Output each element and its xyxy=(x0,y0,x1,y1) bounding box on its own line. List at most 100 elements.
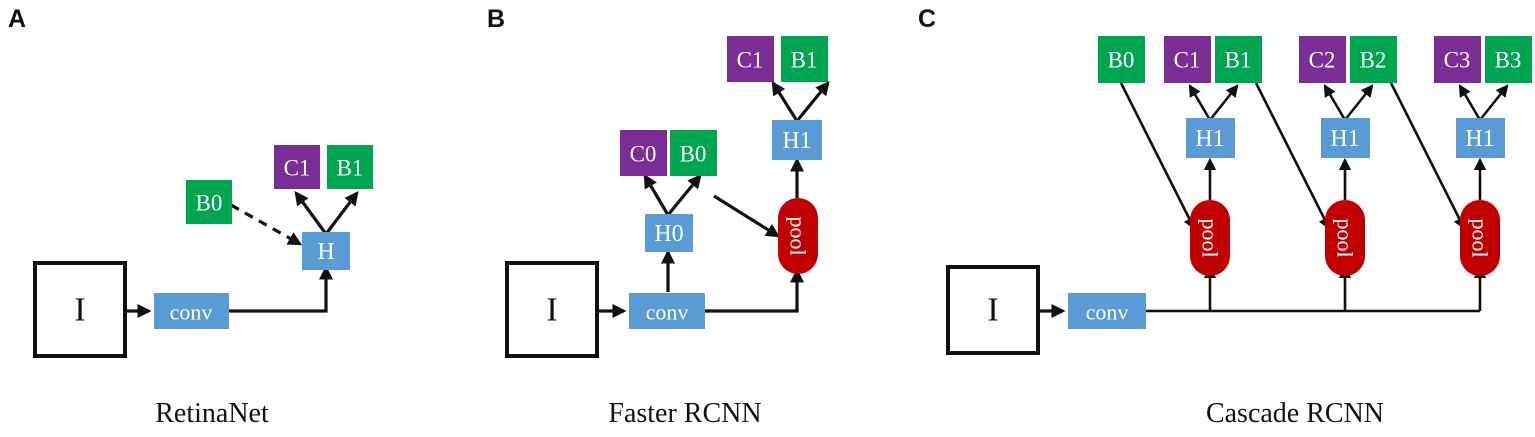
node-b-c0-box xyxy=(620,130,667,176)
node-b-pool: pool xyxy=(778,198,818,274)
node-a-b0-box xyxy=(186,180,232,224)
node-c-b3: B3 xyxy=(1485,36,1532,83)
node-c-pool3-shape xyxy=(1460,200,1500,276)
edge-c-h1a-to-c1 xyxy=(1188,84,1212,121)
node-c-c3-box xyxy=(1434,36,1481,83)
node-a-c1-box xyxy=(274,145,320,189)
node-b-c0-label: C0 xyxy=(630,142,657,167)
node-c-c2: C2 xyxy=(1299,36,1346,83)
node-c-c2-box xyxy=(1299,36,1346,83)
edge-b-b0-to-pool xyxy=(713,194,781,238)
node-c-b1-box xyxy=(1215,36,1262,83)
edge-b-h0-to-b0 xyxy=(666,174,702,217)
node-b-h0-box xyxy=(645,214,693,252)
node-a-input-label: I xyxy=(74,292,85,329)
panel-a-caption: RetinaNet xyxy=(155,398,269,429)
panel-a-letter: A xyxy=(8,5,26,33)
node-b-c1-box xyxy=(727,36,774,82)
node-c-h1b-box xyxy=(1321,118,1370,158)
node-b-conv: conv xyxy=(629,293,705,329)
node-c-b1: B1 xyxy=(1215,36,1262,83)
node-a-conv: conv xyxy=(154,293,229,329)
node-c-b0-box xyxy=(1098,36,1145,83)
node-b-b1-label: B1 xyxy=(791,48,818,73)
node-c-c1: C1 xyxy=(1164,36,1211,83)
node-c-input-box xyxy=(946,265,1040,355)
node-b-conv-box xyxy=(629,293,705,329)
node-b-pool-label: pool xyxy=(786,216,811,255)
node-c-conv: conv xyxy=(1068,293,1146,329)
panel-c: C I conv xyxy=(918,5,1532,429)
edge-c-h1b-to-c2 xyxy=(1323,84,1347,121)
node-c-h1b: H1 xyxy=(1321,118,1370,158)
node-b-h1: H1 xyxy=(772,120,822,160)
node-a-b0: B0 xyxy=(186,180,232,224)
node-c-pool3-label: pool xyxy=(1468,218,1493,257)
edge-a-h-to-c1 xyxy=(294,190,328,235)
edge-c-b0-to-pool1 xyxy=(1119,82,1196,231)
node-a-input: I xyxy=(33,261,127,358)
node-b-b0-label: B0 xyxy=(680,142,707,167)
panel-b-caption: Faster RCNN xyxy=(608,398,761,429)
node-a-conv-box xyxy=(154,293,229,329)
node-b-input: I xyxy=(505,261,599,358)
node-c-h1c-box xyxy=(1456,118,1505,158)
node-b-c1-label: C1 xyxy=(737,48,764,73)
node-c-input: I xyxy=(946,265,1040,355)
node-c-conv-label: conv xyxy=(1086,300,1129,325)
panel-b: B I conv H0 C0 xyxy=(487,5,830,429)
node-c-pool1-shape xyxy=(1190,200,1230,276)
node-a-conv-label: conv xyxy=(170,300,213,325)
edge-c-b1-to-pool2 xyxy=(1254,82,1331,231)
edge-c-h1c-to-c3 xyxy=(1458,84,1482,121)
node-c-h1c-label: H1 xyxy=(1465,126,1494,152)
edge-c-b2-to-pool3 xyxy=(1389,82,1466,231)
node-c-c1-box xyxy=(1164,36,1211,83)
node-b-b1: B1 xyxy=(781,36,828,82)
node-c-pool3: pool xyxy=(1460,200,1500,276)
node-c-b2: B2 xyxy=(1350,36,1397,83)
node-b-h1-label: H1 xyxy=(782,128,811,154)
node-c-b2-label: B2 xyxy=(1360,48,1387,73)
node-c-conv-box xyxy=(1068,293,1146,329)
edge-c-h1a-to-b1 xyxy=(1208,84,1239,121)
node-a-c1-label: C1 xyxy=(284,156,311,181)
node-b-c0: C0 xyxy=(620,130,667,176)
node-c-c3: C3 xyxy=(1434,36,1481,83)
node-a-input-box xyxy=(33,261,127,358)
node-b-b0: B0 xyxy=(670,130,717,176)
edge-b-conv-to-pool xyxy=(705,268,805,313)
node-c-pool1: pool xyxy=(1190,200,1230,276)
node-a-b1-label: B1 xyxy=(337,156,364,181)
edge-c-h1b-to-b2 xyxy=(1343,84,1374,121)
edge-c-h1c-to-b3 xyxy=(1478,84,1509,121)
node-c-c3-label: C3 xyxy=(1444,48,1471,73)
node-b-h1-box xyxy=(772,120,822,160)
node-c-input-label: I xyxy=(987,292,998,329)
node-c-pool1-label: pool xyxy=(1198,218,1223,257)
node-c-b0-label: B0 xyxy=(1108,48,1135,73)
node-b-b1-box xyxy=(781,36,828,82)
node-a-b1: B1 xyxy=(327,145,373,189)
edge-a-b0-to-h xyxy=(230,203,303,246)
node-c-h1b-label: H1 xyxy=(1330,126,1359,152)
node-c-h1a-label: H1 xyxy=(1195,126,1224,152)
node-b-input-label: I xyxy=(546,292,557,329)
edge-b-h1-to-b1 xyxy=(795,81,830,123)
node-c-pool2: pool xyxy=(1325,200,1365,276)
edge-a-h-to-b1 xyxy=(324,190,359,235)
node-a-h-box xyxy=(302,232,350,270)
node-a-c1: C1 xyxy=(274,145,320,189)
node-c-c2-label: C2 xyxy=(1309,48,1336,73)
node-b-conv-label: conv xyxy=(646,300,689,325)
node-c-pool2-shape xyxy=(1325,200,1365,276)
node-b-h0: H0 xyxy=(645,214,693,252)
node-b-h0-label: H0 xyxy=(654,221,683,247)
node-c-h1a: H1 xyxy=(1186,118,1235,158)
node-b-input-box xyxy=(505,261,599,358)
node-c-b0: B0 xyxy=(1098,36,1145,83)
node-c-b3-box xyxy=(1485,36,1532,83)
node-b-b0-box xyxy=(670,130,717,176)
